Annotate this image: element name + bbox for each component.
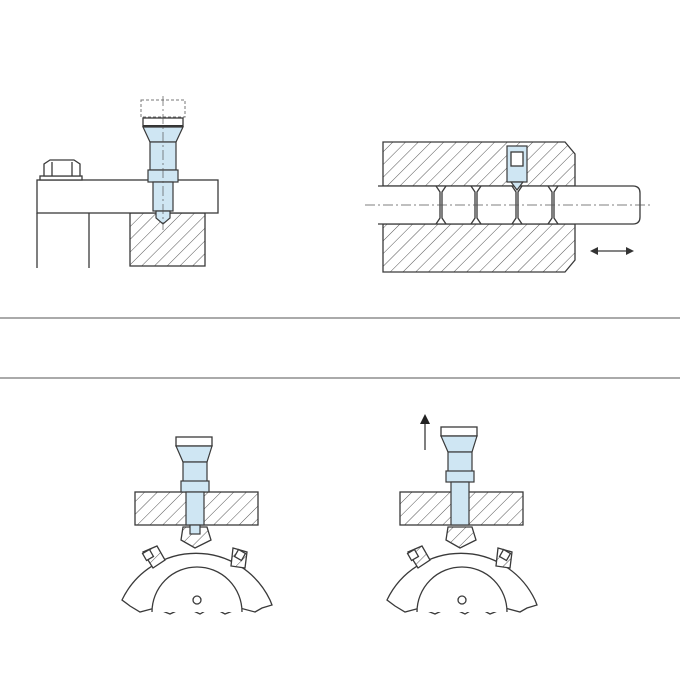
plunger (175, 436, 213, 535)
clamp-plate (36, 179, 219, 214)
figure-plate-clamp (36, 96, 219, 268)
double-arrow-icon (590, 247, 634, 255)
housing-lower (382, 223, 576, 273)
figure-shaft-detent (365, 141, 650, 273)
hex-nut (39, 159, 83, 181)
disk-hole (457, 595, 467, 605)
plunger (140, 96, 186, 230)
plunger (440, 426, 478, 526)
housing-upper (382, 141, 576, 187)
figure-indexing-engaged (121, 436, 273, 615)
arrow-up-icon (420, 414, 430, 450)
detent-plunger (506, 145, 528, 191)
figure-indexing-retracted (386, 414, 538, 615)
workpiece-block (129, 212, 206, 267)
disk-hole (192, 595, 202, 605)
